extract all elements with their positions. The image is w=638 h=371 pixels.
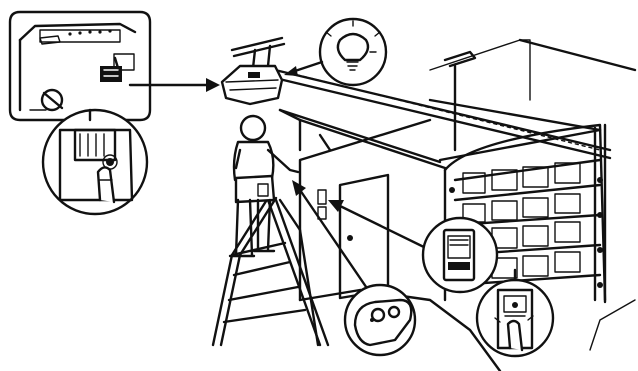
ladder-icon: [213, 198, 328, 345]
learn-button-icon: [43, 110, 147, 214]
remote-control-icon: [345, 285, 415, 355]
arrow-icon: [284, 62, 322, 76]
keypad-icon: [477, 280, 553, 356]
wall-control-icon: [423, 218, 497, 292]
light-bulb-icon: [320, 19, 386, 85]
arrow-icon: [328, 200, 430, 250]
entry-door: [318, 175, 388, 298]
motor-unit-icon: [222, 66, 282, 104]
ceiling-bracket: [232, 38, 284, 68]
motor-detail-inset: [10, 12, 150, 120]
